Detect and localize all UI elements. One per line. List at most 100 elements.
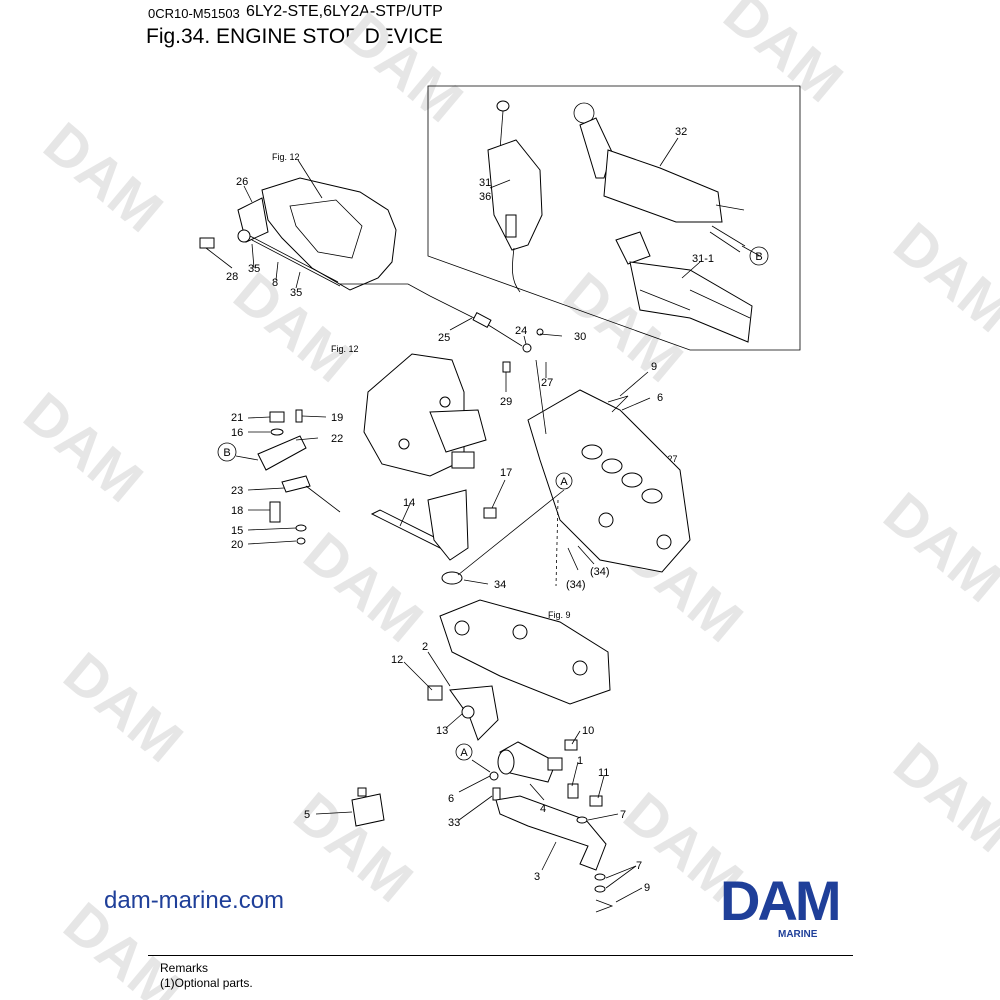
dam-logo: DAM MARINE [720,869,900,941]
callout: 24 [515,325,527,337]
remote-control-lever-32 [573,102,746,253]
watermark: DAM [52,640,195,775]
figure-ref: Fig. 12 [272,152,300,162]
bolt-29 [502,361,511,373]
callout: 5 [304,809,310,821]
mounting-bracket-fig9 [439,599,611,705]
stay [427,489,469,561]
part-callouts: 26 28 35 8 35 25 24 30 27 29 9 6 21 16 1… [226,126,714,894]
website-link[interactable]: dam-marine.com [104,887,285,914]
relay-5 [351,787,385,827]
callout: 9 [651,361,657,373]
callout: 12 [391,654,403,666]
bracket-26 [237,197,269,243]
callout: 4 [540,803,546,815]
callout: 36 [479,191,491,203]
stop-lever-27 [535,359,547,435]
marker-label: A [460,747,468,759]
watermark: DAM [872,480,1000,615]
callout: 16 [231,427,243,439]
callout: (34) [566,579,586,591]
elbow-34 [441,571,463,585]
fuel-injection-pump [527,389,691,573]
callout: 19 [331,412,343,424]
cotter-pin-30 [536,328,544,336]
washer-16 [270,428,284,436]
remote-control-lever-31 [487,100,543,293]
washer-6 [489,771,499,781]
marker-b-1: B [217,442,237,462]
washer-7c [594,885,606,893]
callout: 30 [574,331,586,343]
callout: 32 [675,126,687,138]
watermark: DAM [292,520,435,655]
bolt-1 [567,783,579,799]
callout: 34 [494,579,506,591]
callout: 27 [541,377,553,389]
callout: 23 [231,485,243,497]
callout: 25 [438,332,450,344]
callout: 31-1 [692,253,714,265]
remarks-title: Remarks [160,961,209,975]
marker-b-2: B [749,246,769,266]
split-pin-9-upper [607,395,629,413]
marker-label: A [560,476,568,488]
bracket-22 [257,435,307,471]
footer-divider [148,955,853,956]
stop-rod-8 [249,235,341,287]
document-number: 0CR10-M51503 [148,6,240,21]
bolt-28 [199,237,215,249]
callout: 26 [236,176,248,188]
cable-joint [472,312,492,328]
remarks-note: (1)Optional parts. [160,976,253,990]
callout: 1 [577,755,583,767]
leader-lines [205,137,761,903]
watermark: DAM [712,0,855,115]
marker-a-1: A [555,472,573,490]
callout: 6 [448,793,454,805]
callout: 9 [644,882,650,894]
callout: 29 [500,396,512,408]
nut-20 [296,537,306,545]
callout: 3 [534,871,540,883]
callout: 14 [403,497,415,509]
logo-wordmark: DAM [720,869,842,932]
figure-ref: Fig. 12 [331,344,359,354]
engine-model: 6LY2-STE,6LY2A-STP/UTP [246,3,443,20]
callout: 35 [290,287,302,299]
callout: 28 [226,271,238,283]
pin-24 [522,343,532,353]
washer-7 [576,816,588,824]
leader-dashed [555,499,559,587]
callout: 22 [331,433,343,445]
callout: 17 [500,467,512,479]
watermark: DAM [882,210,1000,345]
callout: 35 [248,263,260,275]
bolt-33 [492,787,501,801]
nut-21 [269,411,285,423]
callout: 2 [422,641,428,653]
connection-line [457,489,565,576]
callout: 8 [272,277,278,289]
logo-subtitle: MARINE [778,929,818,940]
watermark: DAM [332,0,475,135]
callout: 7 [620,809,626,821]
callout: 11 [598,767,609,779]
collar-13 [461,705,475,719]
callout: 31 [479,177,491,189]
figure-ref: Fig. 9 [548,610,571,620]
bolt-10 [564,739,578,751]
callout: 20 [231,539,243,551]
stop-cable-25 [340,283,523,347]
watermark: DAM [882,730,1000,865]
callout: (34) [590,566,610,578]
watermark: DAM [32,110,175,245]
remarks: Remarks (1)Optional parts. [160,961,253,991]
exhaust-housing [261,159,397,291]
lever-23 [281,475,311,493]
callout: 21 [231,412,243,424]
bolt-17 [483,507,497,519]
marker-label: B [755,251,762,263]
callout: 33 [448,817,460,829]
